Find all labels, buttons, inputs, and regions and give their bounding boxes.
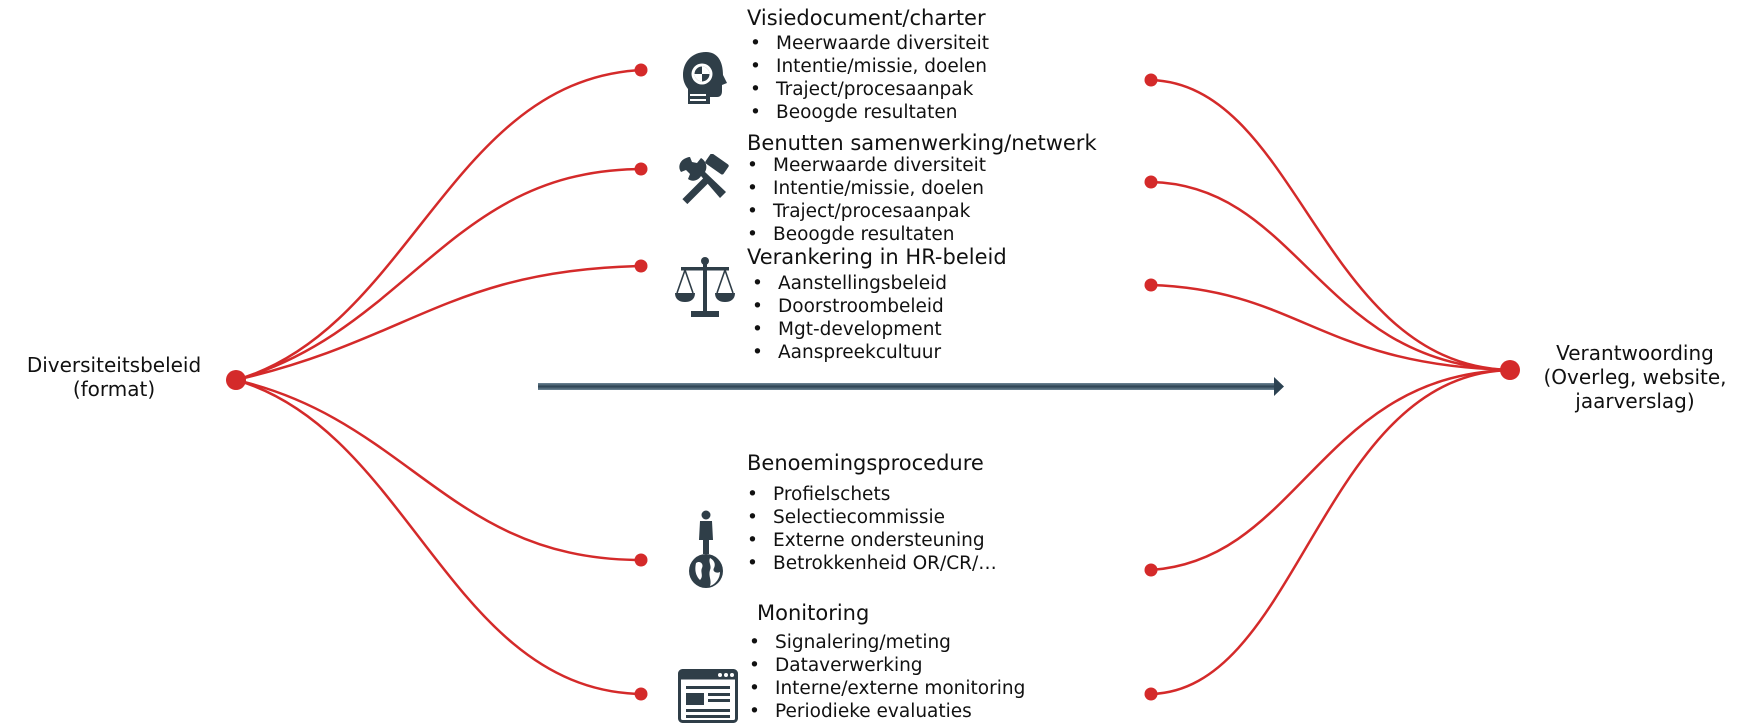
list-item: Doorstroombeleid (752, 295, 1007, 318)
list-item: Aanspreekcultuur (752, 341, 1007, 364)
scales-icon (675, 257, 735, 317)
list-item: Traject/procesaanpak (750, 78, 989, 101)
section-samenwerking: Benutten samenwerking/netwerk Meerwaarde… (747, 130, 1097, 246)
section-hr-beleid: Verankering in HR-beleid Aanstellingsbel… (747, 244, 1007, 364)
connector-left-5 (235, 378, 642, 696)
list-item: Traject/procesaanpak (747, 200, 1097, 223)
right-node-title: Verantwoording (1556, 341, 1714, 365)
list-item: Intentie/missie, doelen (747, 177, 1097, 200)
section-benoemingsprocedure: Benoemingsprocedure Profielschets Select… (747, 450, 997, 575)
right-node-label: Verantwoording (Overleg, website, jaarve… (1522, 341, 1748, 413)
list-item: Selectiecommissie (747, 506, 997, 529)
list-item: Externe ondersteuning (747, 529, 997, 552)
left-node-title: Diversiteitsbeleid (26, 353, 202, 377)
person-globe-icon (689, 510, 723, 588)
list-item: Beoogde resultaten (750, 101, 989, 124)
connector-dot (1144, 278, 1158, 292)
list-item: Meerwaarde diversiteit (747, 154, 1097, 177)
section-monitoring: Monitoring Signalering/meting Dataverwer… (757, 600, 1025, 723)
connector-dot (1144, 563, 1158, 577)
connector-dot (1144, 73, 1158, 87)
list-item: Beoogde resultaten (747, 223, 1097, 246)
connector-dot (1144, 175, 1158, 189)
connector-dot (634, 162, 648, 176)
connector-right-2 (1150, 180, 1511, 372)
list-item: Betrokkenheid OR/CR/… (747, 552, 997, 575)
section-visiedocument: Visiedocument/charter Meerwaarde diversi… (747, 5, 989, 124)
connector-dot (634, 63, 648, 77)
list-item: Aanstellingsbeleid (752, 272, 1007, 295)
connector-right-1 (1150, 78, 1511, 372)
connector-right-5 (1150, 368, 1511, 696)
list-item: Mgt-development (752, 318, 1007, 341)
section-title: Visiedocument/charter (747, 6, 986, 30)
timeline-arrow (538, 377, 1284, 396)
connector-right-4 (1150, 368, 1511, 572)
connector-dot (634, 553, 648, 567)
left-hub-dot (226, 370, 246, 390)
left-connectors (235, 68, 642, 696)
connector-left-4 (235, 378, 642, 562)
list-item: Dataverwerking (749, 654, 1025, 677)
connector-left-2 (235, 167, 642, 382)
section-title: Verankering in HR-beleid (747, 245, 1007, 269)
browser-window-icon (678, 669, 738, 723)
list-item: Meerwaarde diversiteit (750, 32, 989, 55)
right-hub-dot (1500, 360, 1520, 380)
list-item: Intentie/missie, doelen (750, 55, 989, 78)
list-item: Profielschets (747, 483, 997, 506)
left-connector-dots (634, 63, 648, 701)
head-gear-icon (683, 52, 727, 104)
right-node-line: (Overleg, website, (1543, 365, 1727, 389)
connector-dot (1144, 687, 1158, 701)
connector-dot (634, 259, 648, 273)
list-item: Interne/externe monitoring (749, 677, 1025, 700)
connector-left-3 (235, 264, 642, 382)
left-node-subtitle: (format) (72, 377, 156, 401)
right-connectors (1150, 78, 1511, 696)
left-node-label: Diversiteitsbeleid (format) (0, 353, 228, 401)
section-title: Benoemingsprocedure (747, 451, 984, 475)
connector-dot (634, 687, 648, 701)
right-connector-dots (1144, 73, 1158, 701)
connector-right-3 (1150, 283, 1511, 372)
connector-left-1 (235, 68, 642, 382)
list-item: Periodieke evaluaties (749, 700, 1025, 723)
section-title: Monitoring (757, 601, 870, 625)
section-title: Benutten samenwerking/netwerk (747, 131, 1097, 155)
wrench-hammer-icon (679, 154, 729, 204)
right-node-line: jaarverslag) (1575, 389, 1695, 413)
list-item: Signalering/meting (749, 631, 1025, 654)
